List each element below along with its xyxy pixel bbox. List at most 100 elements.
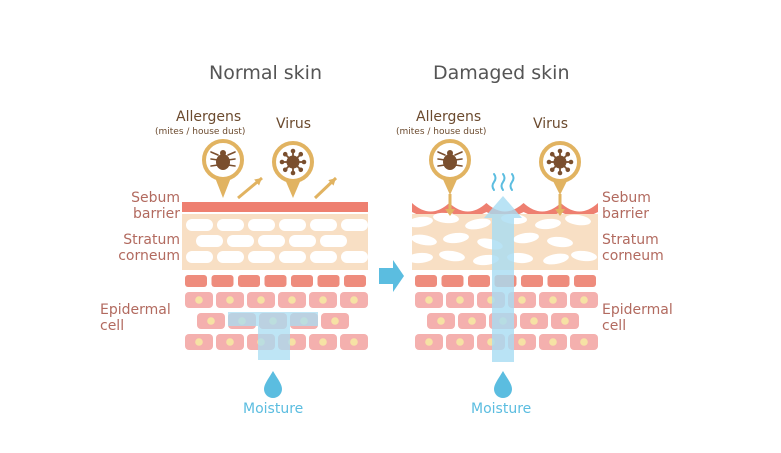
stratum-word: Stratum — [602, 232, 659, 248]
moisture-label-damaged: Moisture — [471, 401, 532, 417]
cell-nucleus — [456, 296, 464, 304]
stratum-cell-broken — [443, 232, 469, 244]
virus-spike-tip — [290, 170, 296, 176]
epidermal-top-cell — [238, 275, 260, 287]
stratum-cell-broken — [565, 214, 591, 226]
virus-spike-tip — [298, 167, 304, 173]
cell-nucleus — [319, 338, 327, 346]
water-drop-icon — [264, 371, 282, 398]
moisture-retained-normal — [228, 312, 318, 360]
cell-nucleus — [226, 296, 234, 304]
cell-nucleus — [288, 296, 296, 304]
allergens-sub-normal: (mites / house dust) — [155, 127, 246, 137]
cell-nucleus — [207, 317, 215, 325]
mite-leg — [454, 151, 463, 156]
cell-nucleus — [561, 317, 569, 325]
stratum-cell — [248, 219, 275, 231]
evaporation-icon — [491, 173, 515, 191]
cell-nucleus — [530, 317, 538, 325]
mite-icon — [429, 139, 471, 195]
stratum-cell — [248, 251, 275, 263]
stratum-cells-damaged — [407, 212, 597, 266]
stratum-cell-broken — [465, 218, 491, 230]
virus-spike-tip — [301, 159, 307, 165]
epidermal-top-cell — [521, 275, 543, 287]
virus-spike-tip — [298, 151, 304, 157]
stratum-cell-broken — [439, 250, 465, 262]
water-drop-icon — [494, 371, 512, 398]
stratum-cells-normal — [186, 219, 368, 263]
sebum-barrier-normal — [182, 202, 368, 212]
mite-leg — [227, 164, 236, 167]
penetrate-head — [555, 209, 565, 216]
epidermal-top-cell — [344, 275, 366, 287]
sebum-word: Sebum — [131, 190, 180, 206]
sebum-word: Sebum — [602, 190, 651, 206]
cell-nucleus — [288, 338, 296, 346]
epidermal-top-cell — [441, 275, 464, 287]
vapor-line — [491, 173, 497, 191]
cell-nucleus — [319, 296, 327, 304]
virus-icon — [539, 141, 581, 195]
label-sebum-barrier-right: Sebum barrier — [602, 190, 651, 222]
stratum-cell-broken — [407, 216, 433, 228]
stratum-cell — [186, 219, 213, 231]
virus-spike-tip — [565, 151, 571, 157]
stratum-cell-broken — [411, 234, 437, 246]
epidermal-top-cell — [211, 275, 234, 287]
mite-icon — [202, 139, 244, 198]
stratum-cell — [227, 235, 254, 247]
virus-spike-tip — [557, 170, 563, 176]
epidermal-top-cell — [291, 275, 313, 287]
cell-nucleus — [257, 296, 265, 304]
virus-spike-tip — [282, 151, 288, 157]
epidermal-top-cell — [574, 275, 596, 287]
virus-label-damaged: Virus — [533, 116, 569, 132]
stratum-cell — [341, 251, 368, 263]
stratum-cell — [217, 219, 244, 231]
cell-nucleus — [580, 296, 588, 304]
cell-nucleus — [350, 296, 358, 304]
epidermal-top-cell — [264, 275, 287, 287]
stratum-cell — [196, 235, 223, 247]
mite-head — [447, 150, 453, 156]
stratum-cell-broken — [513, 232, 539, 244]
stratum-cell — [279, 251, 306, 263]
cell-nucleus — [195, 338, 203, 346]
cell-nucleus — [331, 317, 339, 325]
epidermal-top-cell — [415, 275, 437, 287]
corneum-word: corneum — [118, 248, 180, 265]
mite-leg — [227, 151, 236, 156]
mite-leg — [210, 164, 219, 167]
stratum-cell-broken — [407, 252, 433, 264]
cell-nucleus — [456, 338, 464, 346]
mite-leg — [210, 151, 219, 156]
cell-word: cell — [602, 318, 627, 335]
stratum-cell-broken — [543, 253, 569, 265]
bounce-head — [254, 178, 262, 186]
stratum-word: Stratum — [123, 232, 180, 248]
stratum-cell — [310, 219, 337, 231]
cell-nucleus — [226, 338, 234, 346]
penetrate-head — [445, 209, 455, 216]
label-sebum-barrier-left: Sebum barrier — [128, 190, 180, 222]
vapor-line — [500, 173, 506, 191]
stratum-cell — [289, 235, 316, 247]
cell-nucleus — [549, 296, 557, 304]
cell-nucleus — [549, 338, 557, 346]
virus-spike-tip — [568, 159, 574, 165]
virus-spike-tip — [282, 167, 288, 173]
stratum-cell-broken — [433, 212, 459, 224]
virus-label-normal: Virus — [276, 116, 312, 132]
mite-leg — [437, 151, 446, 156]
mite-head — [220, 150, 226, 156]
epidermal-top-cell — [468, 275, 490, 287]
cell-nucleus — [425, 296, 433, 304]
cell-nucleus — [518, 296, 526, 304]
mite-leg — [454, 164, 463, 167]
mite-body — [443, 154, 457, 170]
virus-spike-tip — [549, 151, 555, 157]
label-stratum-corneum-left: Stratum corneum — [116, 232, 180, 264]
